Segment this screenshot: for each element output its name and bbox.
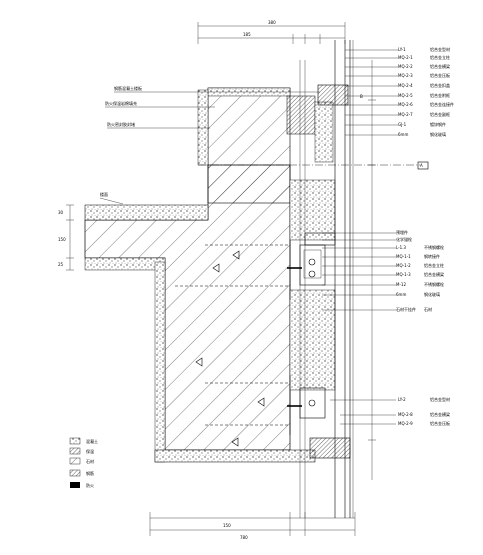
top-code-6: MQ-2-6 [398,102,413,107]
bot-desc-0: 铝合金型材 [430,396,450,402]
right-labels-top: LY-1 铝合金型材 MQ-2-1 铝合金立柱 MQ-2-2 铝合金横梁 MQ-… [398,46,454,137]
right-labels-middle: 预埋件 化学锚栓 L-1.3 不锈钢螺栓 MQ-1-1 钢转接件 MQ-1-2 … [396,229,444,312]
top-code-2: MQ-2-2 [398,64,413,69]
aggregate-marks [195,250,265,447]
section-mark: A [420,163,423,168]
bot-code-2: MQ-2-9 [398,421,413,426]
legend-swatch-0 [69,437,81,445]
left-dimension: 30 150 25 [58,204,74,271]
dim-top-segment: 185 [243,32,251,37]
main-slab [84,164,336,463]
top-code-7: MQ-2-7 [398,112,413,117]
section-mark-box [417,161,429,170]
mid-code-3: MQ-1-1 [396,254,411,259]
top-desc-7: 铝合金副框 [430,111,450,117]
mid-code-7: 6mm [396,292,406,297]
top-desc-2: 铝合金横梁 [430,63,450,69]
top-code-9: 6mm [398,132,408,137]
legend-swatch-1 [69,447,81,455]
top-code-0: LY-1 [398,47,406,52]
mid-code-2: L-1.3 [396,245,406,250]
legend-label-2: 石材 [86,458,94,464]
legend-swatch-3 [69,469,81,477]
bottom-dimension-group: 150 780 [149,512,356,540]
legend-label-0: 混凝土 [86,438,98,444]
top-desc-9: 钢化玻璃 [430,131,446,137]
left-label-0: 钢筋混凝土楼板 [114,85,142,91]
mid-code-6: M-12 [396,282,406,287]
single-code-0: 石材干挂件 [396,306,416,312]
bot-code-0: LY-2 [398,397,406,402]
dim-left-a: 30 [58,210,64,215]
top-desc-3: 铝合金压板 [430,72,450,78]
legend-label-4: 防火 [86,482,94,488]
top-desc-8: 镀锌钢件 [430,121,446,127]
top-dimension-group: 380 185 [197,20,346,44]
dim-bottom-segment: 150 [223,523,231,528]
right-leaders-top [345,49,398,136]
left-label-2: 防火密封胶封堵 [107,121,135,127]
mid-desc-2: 不锈钢螺栓 [424,244,444,250]
steel-bracket-upper [287,232,336,286]
top-desc-0: 铝合金型材 [430,46,450,52]
floor-leader [99,197,124,205]
top-desc-6: 铝合金连接件 [430,101,454,107]
dim-left-b: 150 [58,237,66,242]
top-code-1: MQ-2-1 [398,55,413,60]
bot-desc-1: 铝合金横梁 [430,411,450,417]
floor-label: 楼面 [100,191,108,197]
bot-desc-2: 铝合金压板 [430,420,450,426]
right-leaders-bottom [330,399,396,425]
legend: 混凝土 保温 石材 钢筋 防火 [69,437,98,488]
dim-left-c: 25 [58,262,64,267]
right-leaders-middle [322,232,396,311]
mid-code-0: 预埋件 [396,229,408,235]
steel-bracket-lower [287,387,326,419]
single-desc-0: 石材 [424,306,432,312]
top-code-8: GJ-1 [398,122,407,127]
mid-code-1: 化学锚栓 [396,236,412,242]
mid-desc-5: 铝合金横梁 [424,271,444,277]
dim-bottom-total: 780 [240,535,248,540]
mid-code-5: MQ-1-3 [396,272,411,277]
legend-label-3: 钢筋 [86,470,94,476]
top-desc-4: 铝合金扣盖 [430,82,450,88]
top-code-5: MQ-2-5 [398,93,413,98]
anchor-bolts [175,240,291,435]
legend-label-1: 保温 [86,448,94,454]
mid-desc-3: 钢转接件 [424,253,440,259]
right-labels-bottom: LY-2 铝合金型材 MQ-2-8 铝合金横梁 MQ-2-9 铝合金压板 [398,396,450,426]
side-mark: B [360,94,363,99]
top-code-4: MQ-2-4 [398,83,413,88]
bot-code-1: MQ-2-8 [398,412,413,417]
left-labels: 钢筋混凝土楼板 防火保温岩棉填充 防火密封胶封堵 [105,85,320,129]
mid-desc-4: 铝合金立柱 [424,262,444,268]
curtain-wall-glass [299,40,354,518]
mid-code-4: MQ-1-2 [396,263,411,268]
dim-top-total: 380 [268,20,276,25]
right-dimension [368,60,376,480]
top-code-3: MQ-2-3 [398,73,413,78]
left-label-1: 防火保温岩棉填充 [105,100,137,106]
top-desc-1: 铝合金立柱 [430,54,450,60]
mid-desc-7: 钢化玻璃 [424,291,440,297]
legend-swatch-4 [70,482,80,488]
mid-desc-6: 不锈钢螺栓 [424,281,444,287]
top-desc-5: 铝合金附框 [430,92,450,98]
legend-swatch-2 [69,457,81,465]
